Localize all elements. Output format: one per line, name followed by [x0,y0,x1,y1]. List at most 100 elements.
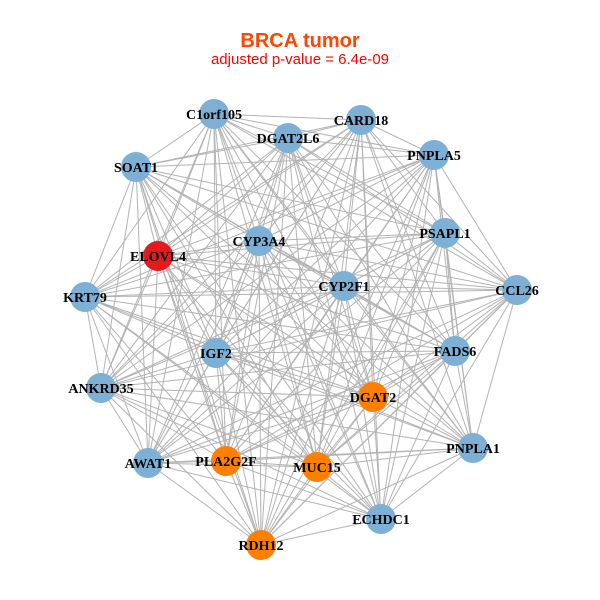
edge-CYP2F1-ANKRD35 [100,285,345,389]
node-circle[interactable] [133,448,163,478]
edge-FADS6-ECHDC1 [380,350,456,520]
node-ANKRD35[interactable]: ANKRD35 [68,373,134,403]
edge-DGAT2L6-DGAT2 [287,137,374,398]
node-circle[interactable] [86,373,116,403]
node-label: CARD18 [334,114,388,129]
edge-FADS6-ANKRD35 [100,350,456,389]
edge-ANKRD35-PLA2G2F [100,387,227,462]
edge-ELOVL4-MUC15 [157,255,318,468]
node-AWAT1[interactable]: AWAT1 [125,448,171,478]
node-label: KRT79 [63,291,107,306]
edge-DGAT2L6-FADS6 [287,137,456,352]
node-circle[interactable] [211,446,241,476]
node-IGF2[interactable]: IGF2 [200,338,232,368]
edge-CARD18-SOAT1 [135,119,362,168]
node-circle[interactable] [273,123,303,153]
node-circle[interactable] [121,152,151,182]
edge-SOAT1-MUC15 [135,166,318,468]
edge-DGAT2L6-PNPLA5 [287,137,435,156]
node-PNPLA5[interactable]: PNPLA5 [407,140,461,170]
edge-PNPLA5-CYP3A4 [258,154,435,242]
node-circle[interactable] [70,282,100,312]
node-label: PNPLA1 [446,442,500,457]
edge-C1orf105-AWAT1 [147,113,215,464]
node-circle[interactable] [199,99,229,129]
node-CARD18[interactable]: CARD18 [334,105,388,135]
node-circle[interactable] [302,452,332,482]
node-circle[interactable] [246,530,276,560]
edge-ELOVL4-PSAPL1 [157,232,446,257]
node-ELOVL4[interactable]: ELOVL4 [130,241,186,271]
edge-C1orf105-KRT79 [84,113,215,298]
edge-CCL26-KRT79 [84,289,518,298]
edge-IGF2-DGAT2 [215,352,374,398]
edge-PSAPL1-PLA2G2F [225,232,446,462]
node-circle[interactable] [143,241,173,271]
node-C1orf105[interactable]: C1orf105 [186,99,242,129]
node-circle[interactable] [201,338,231,368]
edge-SOAT1-PSAPL1 [135,166,446,234]
edge-PSAPL1-RDH12 [260,232,446,546]
node-ECHDC1[interactable]: ECHDC1 [352,504,410,534]
edge-CYP2F1-CCL26 [343,285,518,291]
edge-ANKRD35-MUC15 [100,387,318,468]
node-circle[interactable] [440,336,470,366]
node-SOAT1[interactable]: SOAT1 [114,152,158,182]
edge-ELOVL4-PLA2G2F [157,255,227,462]
edge-CCL26-IGF2 [215,289,518,354]
node-circle[interactable] [419,140,449,170]
node-label: FADS6 [434,345,477,360]
edge-DGAT2-ECHDC1 [372,396,382,520]
edge-SOAT1-PNPLA1 [135,166,474,449]
edge-DGAT2L6-PNPLA1 [287,137,474,449]
edge-ELOVL4-CYP3A4 [157,240,260,257]
edge-CCL26-ECHDC1 [380,289,518,520]
node-CYP2F1[interactable]: CYP2F1 [318,271,370,301]
edge-FADS6-MUC15 [316,350,456,468]
edge-MUC15-RDH12 [260,466,318,546]
node-circle[interactable] [366,504,396,534]
edge-DGAT2L6-SOAT1 [135,137,289,168]
node-FADS6[interactable]: FADS6 [434,336,477,366]
node-PSAPL1[interactable]: PSAPL1 [419,218,471,248]
node-DGAT2[interactable]: DGAT2 [350,382,396,412]
node-RDH12[interactable]: RDH12 [238,530,284,560]
node-circle[interactable] [244,226,274,256]
edge-C1orf105-SOAT1 [135,113,215,168]
node-circle[interactable] [502,275,532,305]
edge-PNPLA5-AWAT1 [147,154,435,464]
edge-SOAT1-ELOVL4 [135,166,159,257]
edge-DGAT2L6-KRT79 [84,137,289,298]
node-circle[interactable] [346,105,376,135]
node-circle[interactable] [430,218,460,248]
node-CYP3A4[interactable]: CYP3A4 [233,226,286,256]
edge-CARD18-ANKRD35 [100,119,362,389]
node-KRT79[interactable]: KRT79 [63,282,107,312]
edge-DGAT2L6-PLA2G2F [225,137,289,462]
edge-PSAPL1-AWAT1 [147,232,446,464]
node-MUC15[interactable]: MUC15 [293,452,341,482]
edge-PNPLA5-KRT79 [84,154,435,298]
node-label: AWAT1 [125,457,171,472]
node-label: CCL26 [495,284,539,299]
node-circle[interactable] [358,382,388,412]
edge-SOAT1-AWAT1 [135,166,149,464]
edge-IGF2-PNPLA1 [215,352,474,449]
edge-PSAPL1-ANKRD35 [100,232,446,389]
node-label: ELOVL4 [130,250,186,265]
edge-FADS6-PLA2G2F [225,350,456,462]
node-DGAT2L6[interactable]: DGAT2L6 [257,123,320,153]
edge-PNPLA1-ECHDC1 [380,447,474,520]
node-PNPLA1[interactable]: PNPLA1 [446,433,500,463]
node-label: PLA2G2F [195,455,256,470]
node-circle[interactable] [329,271,359,301]
edge-PNPLA1-PLA2G2F [225,447,474,462]
edge-DGAT2L6-CYP3A4 [258,137,289,242]
node-PLA2G2F[interactable]: PLA2G2F [195,446,257,476]
node-circle[interactable] [458,433,488,463]
node-CCL26[interactable]: CCL26 [495,275,539,305]
edge-ECHDC1-RDH12 [260,518,382,546]
edge-CYP3A4-ANKRD35 [100,240,260,389]
edge-PNPLA5-FADS6 [433,154,456,352]
